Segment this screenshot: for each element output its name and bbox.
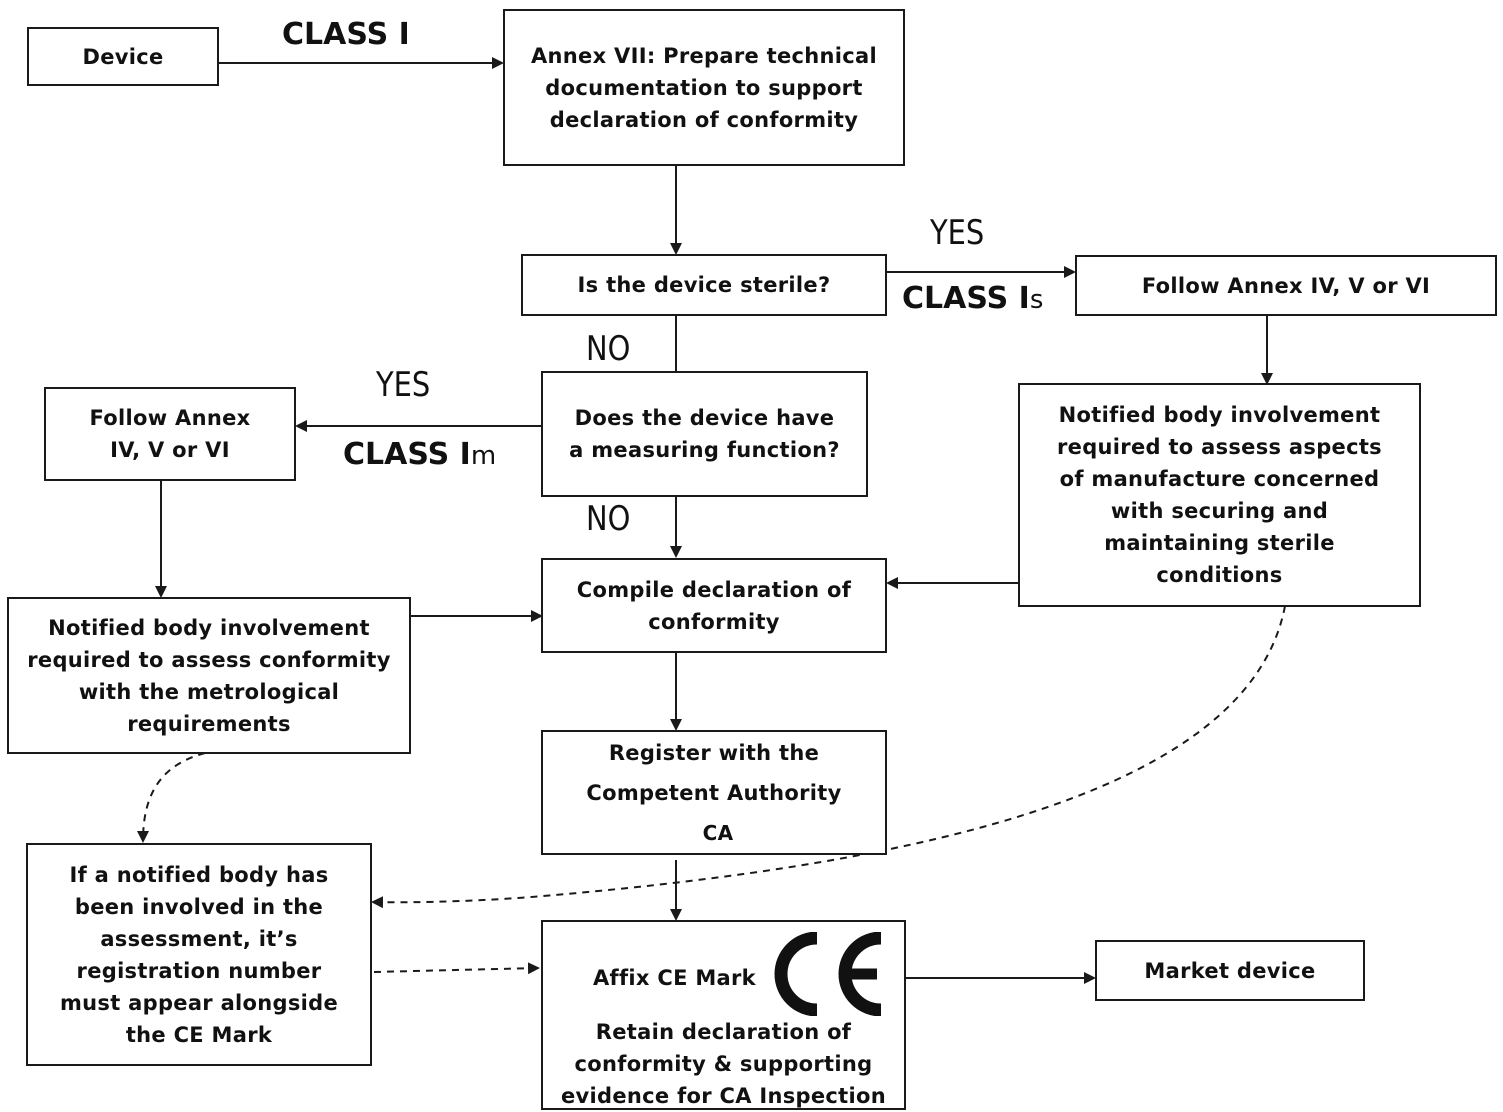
edge-label-class-im-main: CLASS I [343,437,471,472]
device-label: Device [82,44,164,69]
ce-mark-icon [774,932,882,1016]
edge-label-class-is-sub: s [1029,285,1044,315]
register-ca-label: Register with the Competent Authority [586,740,842,805]
edge-label-yes-sterile: YES [930,213,985,253]
edge-label-no-measuring: NO [586,499,631,539]
edge-label-class-im-sub: m [470,441,497,471]
follow-annex-right-label: Follow Annex IV, V or VI [1141,273,1431,298]
edge-dashed-registration-to-affix [373,962,540,975]
market-device-label: Market device [1144,958,1316,983]
annex-vii-box: Annex VII: Prepare technical documentati… [503,9,905,166]
edge-label-class-im: CLASS Im [343,440,496,470]
affix-ce-box: Affix CE Mark Retain declaration of conf… [541,920,906,1110]
edge-label-class-is: CLASS Is [902,284,1043,314]
affix-ce-label: Affix CE Mark [593,966,756,990]
market-device-box: Market device [1095,940,1365,1001]
retain-declaration-label: Retain declaration of conformity & suppo… [561,1020,886,1108]
notified-registration-label: If a notified body has been involved in … [59,862,339,1047]
notified-metrological-box: Notified body involvement required to as… [7,597,411,754]
device-box: Device [27,27,219,86]
register-ca-text: Register with the Competent Authority CA [567,733,861,853]
notified-sterile-box: Notified body involvement required to as… [1018,383,1421,607]
sterile-question-label: Is the device sterile? [577,273,831,297]
register-ca-suffix: CA [702,820,734,845]
compile-declaration-label: Compile declaration of conformity [576,577,852,634]
measuring-question-label: Does the device have a measuring functio… [569,406,840,462]
edge-dashed-metro-to-registration [137,752,206,843]
notified-sterile-label: Notified body involvement required to as… [1057,403,1382,587]
annex-vii-label: Annex VII: Prepare technical documentati… [531,43,877,132]
notified-registration-box: If a notified body has been involved in … [26,843,372,1066]
edge-label-no-sterile: NO [586,329,631,369]
edge-label-class-i: CLASS I [282,17,410,52]
register-ca-box: Register with the Competent Authority CA [541,730,887,855]
edge-dashed-sterile-to-registration [371,605,1286,909]
edge-label-class-is-main: CLASS I [902,281,1030,316]
follow-annex-left-label: Follow Annex IV, V or VI [89,406,251,462]
edge-label-yes-measuring: YES [376,365,431,405]
notified-metrological-label: Notified body involvement required to as… [27,615,391,736]
measuring-question-box: Does the device have a measuring functio… [541,371,868,497]
compile-declaration-box: Compile declaration of conformity [541,558,887,653]
follow-annex-left-box: Follow Annex IV, V or VI [44,387,296,481]
sterile-question-box: Is the device sterile? [521,254,887,316]
follow-annex-right-box: Follow Annex IV, V or VI [1075,255,1497,316]
